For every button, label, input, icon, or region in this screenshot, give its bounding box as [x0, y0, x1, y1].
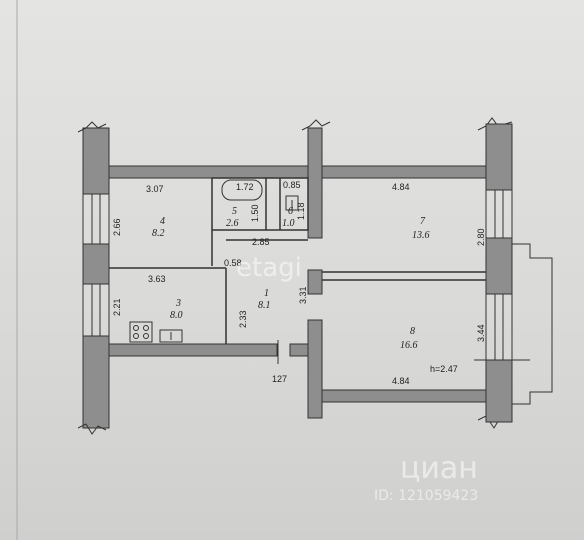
balcony: [512, 243, 553, 405]
room-3-number: 3: [175, 298, 181, 309]
stove: [129, 321, 153, 343]
dim-331: 3.31: [298, 286, 308, 304]
dim-221: 2.21: [112, 298, 122, 316]
dim-127: 127: [272, 374, 287, 384]
outer-walls: [108, 165, 487, 403]
room-5-number: 5: [232, 206, 237, 217]
room-6-area: 1.0: [282, 218, 295, 229]
room-1-number: 1: [264, 288, 269, 299]
middle-wall: [307, 127, 323, 419]
room-4-number: 4: [160, 216, 165, 227]
dim-085: 0.85: [283, 180, 301, 190]
dim-150: 1.50: [250, 204, 260, 222]
dim-344: 3.44: [476, 324, 486, 342]
dim-266: 2.66: [112, 218, 122, 236]
room-5-area: 2.6: [226, 218, 239, 229]
dim-285: 2.85: [252, 237, 270, 247]
dim-363: 3.63: [148, 274, 166, 284]
room-8-area: 16.6: [400, 340, 418, 351]
dim-172: 1.72: [236, 182, 254, 192]
dim-484-top: 4.84: [392, 182, 410, 192]
room-7-area: 13.6: [412, 230, 430, 241]
dim-307: 3.07: [146, 184, 164, 194]
right-windows: [485, 189, 513, 361]
room-7-number: 7: [420, 216, 426, 227]
dim-484-bottom: 4.84: [392, 376, 410, 386]
dim-058: 0.58: [224, 258, 242, 268]
left-wall: [82, 127, 110, 429]
partitions: [109, 177, 486, 344]
room-1-area: 8.1: [258, 300, 271, 311]
room-6-number: 6: [288, 206, 293, 217]
etagi-watermark: etagi: [236, 253, 302, 283]
room-3-area: 8.0: [170, 310, 183, 321]
cian-id-watermark: ID: 121059423: [374, 488, 478, 504]
watermarks: etagi циан ID: 121059423: [236, 253, 478, 504]
room-4-area: 8.2: [152, 228, 165, 239]
dim-233: 2.33: [238, 310, 248, 328]
dim-118: 1.18: [296, 202, 306, 220]
room-8-number: 8: [410, 326, 415, 337]
bathtub: [221, 179, 263, 201]
sink: [159, 329, 183, 343]
cian-logo-watermark: циан: [400, 451, 478, 486]
left-windows: [82, 193, 110, 337]
toilet: [285, 195, 299, 211]
ceiling-height: h=2.47: [430, 364, 458, 374]
room-labels: 4 8.2 5 2.6 6 1.0 7 13.6 3 8.0 1 8.1 8 1…: [152, 206, 430, 351]
right-wall: [485, 123, 513, 423]
dim-280: 2.80: [476, 228, 486, 246]
dimension-labels: 3.07 1.72 0.85 4.84 2.66 1.50 1.18 2.85 …: [112, 180, 486, 386]
